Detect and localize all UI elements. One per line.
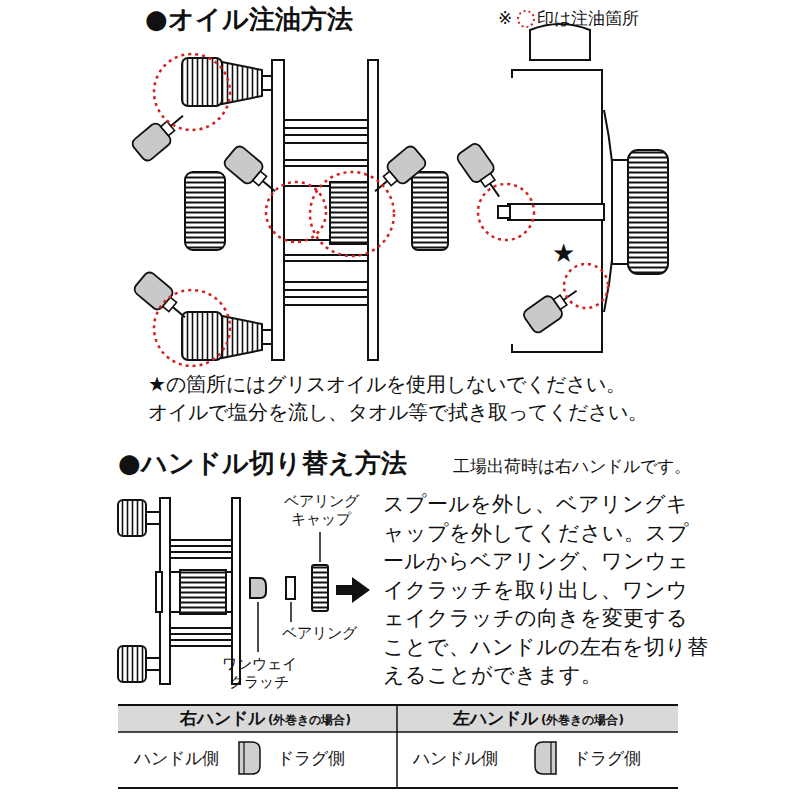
table-cell: ドラグ側 [277,748,345,768]
part-name: ワンウェイ クラッチ [218,655,300,691]
star-mark: ★ [552,238,575,269]
caution-note: ★の箇所にはグリスオイルを使用しないでください。 [148,372,626,396]
shipping-note: 工場出荷時は右ハンドルです。 [453,456,691,476]
table-cell: ハンドル側 [413,748,498,768]
table-header-note: (外巻きの場合) [268,713,351,727]
table-header: 左ハンドル [453,708,538,728]
reel-side-view [498,24,668,352]
caution-note: オイルで塩分を流し、タオル等で拭き取ってください。 [148,400,648,424]
instruction-text: スプールを外し、ベアリングキャップを外してください。スプールからベアリング、ワン… [383,490,709,690]
oil-bottle [130,106,584,335]
note-mark: ※ [498,8,512,28]
table-header-note: (外巻きの場合) [541,713,624,727]
table-cell: ドラグ側 [573,748,641,768]
reel-front-view [182,58,448,360]
legend-note: 印は注油箇所 [537,8,639,28]
table-cell: ハンドル側 [134,748,219,768]
section-heading: ●ハンドル切り替え方法 [118,448,407,479]
handle-table [118,705,678,788]
section-heading: ●オイル注油方法 [145,4,353,35]
oil-point-circle [154,54,608,366]
oil-mark-symbol [518,11,534,27]
part-name: ベアリング キャップ [280,492,362,528]
table-header: 右ハンドル [180,708,265,728]
direction-arrow [336,577,370,603]
part-name: ベアリング [282,624,357,642]
